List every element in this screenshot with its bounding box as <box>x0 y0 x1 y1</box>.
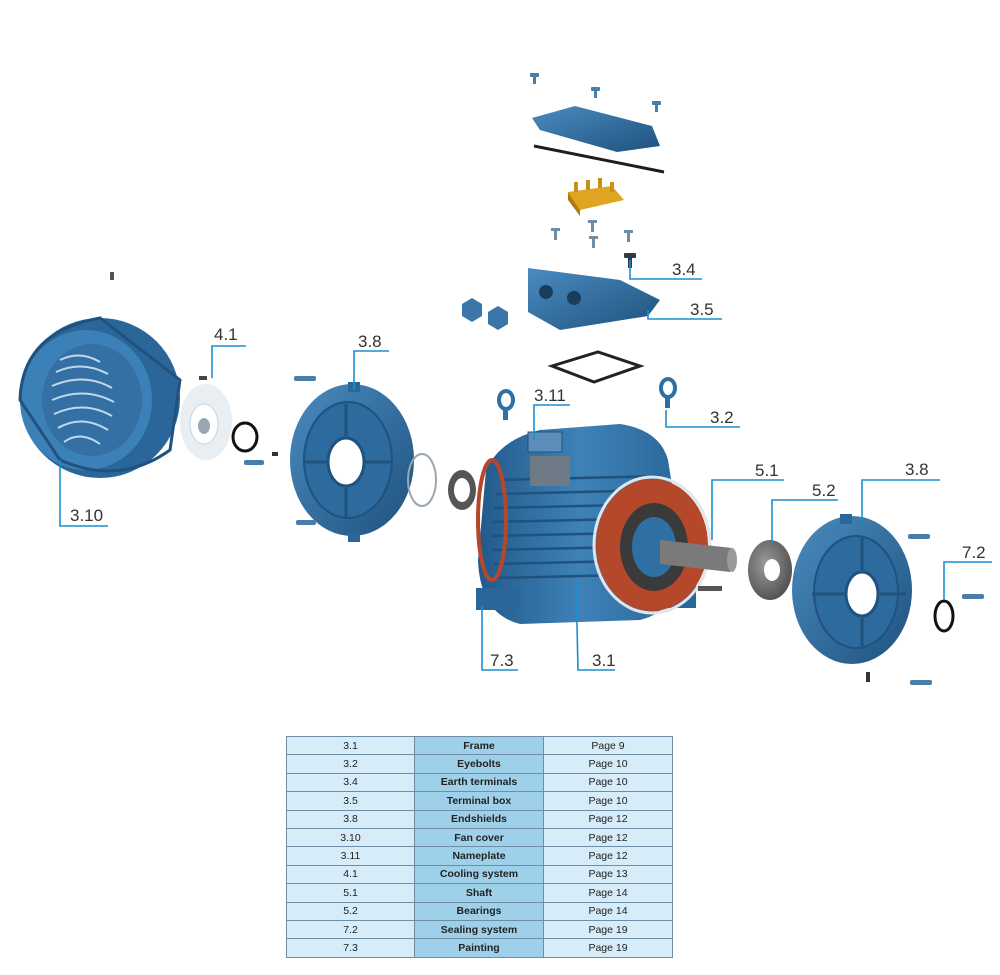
table-cell-ref: 3.4 <box>286 772 415 793</box>
callout-4-1: 4.1 <box>214 325 238 344</box>
table-cell-ref: 7.3 <box>286 938 415 958</box>
fan-oring <box>231 421 259 453</box>
table-cell-name: Endshields <box>414 809 544 829</box>
table-cell-name: Sealing system <box>414 919 544 940</box>
table-cell-page: Page 13 <box>543 864 673 885</box>
callout-3-1: 3.1 <box>592 651 616 670</box>
shaft <box>660 540 737 591</box>
nameplate <box>530 456 570 486</box>
terminal-box-base <box>528 268 660 330</box>
terminal-base-gasket <box>547 350 645 384</box>
table-cell-page: Page 12 <box>543 846 673 866</box>
fan-bolts <box>244 376 316 465</box>
table-cell-page: Page 10 <box>543 772 673 793</box>
terminal-lid-gasket <box>533 144 665 174</box>
terminal-base-screws <box>551 220 633 248</box>
callout-3-8-left: 3.8 <box>358 332 382 351</box>
table-cell-name: Earth terminals <box>414 772 544 793</box>
table-cell-name: Frame <box>414 735 544 756</box>
callout-7-2: 7.2 <box>962 543 986 562</box>
table-cell-ref: 4.1 <box>286 864 415 885</box>
table-cell-ref: 3.5 <box>286 791 415 811</box>
table-cell-page: Page 10 <box>543 754 673 774</box>
table-cell-ref: 7.2 <box>286 919 415 940</box>
terminal-block <box>568 178 624 216</box>
fan-cover <box>18 272 182 478</box>
table-cell-ref: 3.8 <box>286 809 415 829</box>
table-cell-name: Shaft <box>414 883 544 903</box>
table-cell-page: Page 19 <box>543 938 673 958</box>
terminal-lid-screws <box>530 73 661 112</box>
terminal-box-lid <box>532 106 660 152</box>
callout-3-8-right: 3.8 <box>905 460 929 479</box>
table-cell-name: Cooling system <box>414 864 544 885</box>
eyebolt-right <box>659 377 677 408</box>
callout-3-10: 3.10 <box>70 506 103 525</box>
endshield-right-bolts <box>908 534 984 685</box>
leader-lines <box>59 260 992 671</box>
endshield-left-oring <box>407 453 437 507</box>
table-cell-page: Page 9 <box>543 735 673 756</box>
table-cell-ref: 3.10 <box>286 827 415 848</box>
table-cell-page: Page 12 <box>543 827 673 848</box>
endshield-right <box>792 514 912 682</box>
table-cell-ref: 5.2 <box>286 901 415 921</box>
drive-end-flange <box>592 475 712 615</box>
table-cell-ref: 3.1 <box>286 735 415 756</box>
table-cell-name: Painting <box>414 938 544 958</box>
callout-3-11: 3.11 <box>534 386 566 405</box>
table-cell-name: Nameplate <box>414 846 544 866</box>
endshield-left <box>290 382 414 542</box>
callout-7-3: 7.3 <box>490 651 514 670</box>
table-cell-name: Eyebolts <box>414 754 544 774</box>
table-cell-ref: 3.2 <box>286 754 415 774</box>
eyebolt-left <box>497 389 515 420</box>
callout-3-5: 3.5 <box>690 300 714 319</box>
callout-3-4: 3.4 <box>672 260 696 279</box>
callout-5-1: 5.1 <box>755 461 779 480</box>
table-cell-name: Bearings <box>414 901 544 921</box>
cooling-fan <box>180 376 232 460</box>
table-cell-page: Page 14 <box>543 883 673 903</box>
bearing-right <box>748 540 792 600</box>
table-cell-name: Terminal box <box>414 791 544 811</box>
exploded-motor-diagram: 3.4 3.5 4.1 3.8 3.11 3.2 3.10 5.1 5.2 3.… <box>18 73 992 685</box>
callout-5-2: 5.2 <box>812 481 836 500</box>
bearing-left <box>448 470 476 510</box>
callout-3-2: 3.2 <box>710 408 734 427</box>
table-cell-page: Page 10 <box>543 791 673 811</box>
table-cell-ref: 3.11 <box>286 846 415 866</box>
callout-labels: 3.4 3.5 4.1 3.8 3.11 3.2 3.10 5.1 5.2 3.… <box>70 260 986 670</box>
terminal-box-assembly <box>462 73 665 384</box>
table-cell-page: Page 19 <box>543 919 673 940</box>
table-cell-page: Page 12 <box>543 809 673 829</box>
cable-glands <box>462 298 508 330</box>
sealing-oring <box>933 599 955 633</box>
table-cell-ref: 5.1 <box>286 883 415 903</box>
table-cell-name: Fan cover <box>414 827 544 848</box>
table-cell-page: Page 14 <box>543 901 673 921</box>
